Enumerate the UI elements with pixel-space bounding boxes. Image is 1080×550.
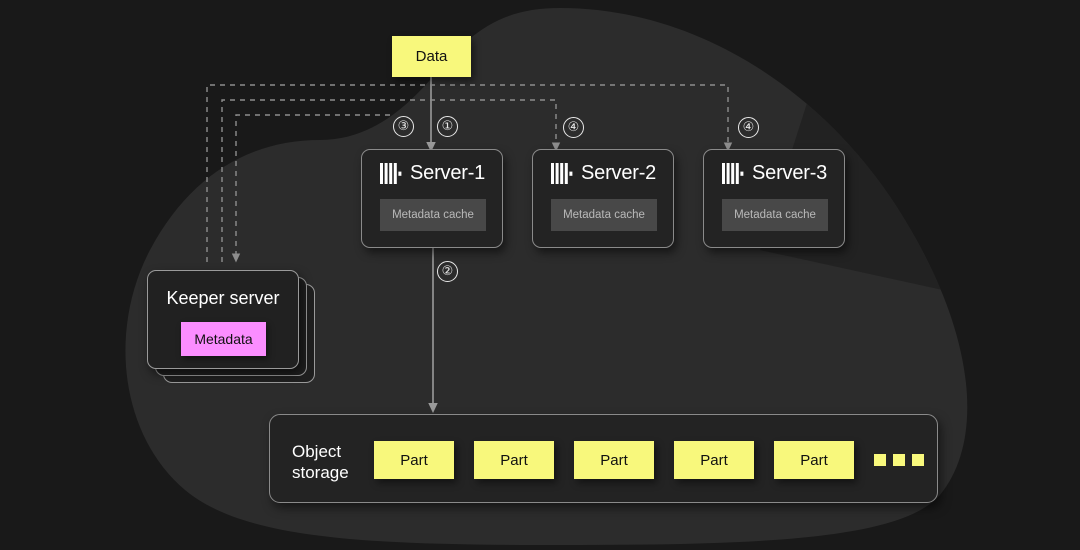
step-marker-4-server3: ④: [738, 117, 759, 138]
server-1-header: Server-1: [380, 162, 485, 185]
server-2-title: Server-2: [581, 162, 657, 184]
part-box: Part: [774, 441, 854, 479]
part-box: Part: [574, 441, 654, 479]
step-marker-4-server3-label: ④: [742, 120, 755, 135]
more-parts-ellipsis-icon: [874, 454, 924, 466]
server-1-title: Server-1: [410, 162, 486, 184]
object-storage-label: Object storage: [292, 441, 349, 483]
step-marker-3-label: ③: [397, 119, 410, 134]
server-3-metadata-cache-label: Metadata cache: [734, 209, 816, 221]
ellipsis-square: [912, 454, 924, 466]
server-card-2[interactable]: Server-2 Metadata cache: [532, 149, 674, 248]
keeper-card-front[interactable]: Keeper server Metadata: [147, 270, 299, 369]
step-marker-4-server2: ④: [563, 117, 584, 138]
server-card-3[interactable]: Server-3 Metadata cache: [703, 149, 845, 248]
step-marker-2: ②: [437, 261, 458, 282]
step-marker-3: ③: [393, 116, 414, 137]
server-2-metadata-cache-label: Metadata cache: [563, 209, 645, 221]
ellipsis-square: [893, 454, 905, 466]
step-marker-2-label: ②: [441, 264, 454, 279]
part-box-label: Part: [600, 451, 628, 469]
data-box-label: Data: [415, 48, 448, 65]
server-3-title: Server-3: [752, 162, 828, 184]
part-box-label: Part: [400, 451, 428, 469]
part-box-label: Part: [700, 451, 728, 469]
step-marker-4-server2-label: ④: [567, 120, 580, 135]
ellipsis-square: [874, 454, 886, 466]
object-storage-label-line2: storage: [292, 463, 349, 482]
step-marker-1-label: ①: [441, 119, 454, 134]
server-2-metadata-cache: Metadata cache: [551, 199, 657, 231]
keeper-metadata-chip: Metadata: [181, 322, 266, 356]
server-3-metadata-cache: Metadata cache: [722, 199, 828, 231]
part-box: Part: [474, 441, 554, 479]
part-box-label: Part: [800, 451, 828, 469]
server-card-1[interactable]: Server-1 Metadata cache: [361, 149, 503, 248]
step-marker-1: ①: [437, 116, 458, 137]
keeper-title: Keeper server: [166, 288, 280, 308]
data-box: Data: [392, 36, 471, 77]
clickhouse-logo-icon: [551, 163, 573, 184]
clickhouse-logo-icon: [380, 163, 402, 184]
server-1-metadata-cache: Metadata cache: [380, 199, 486, 231]
keeper-metadata-label: Metadata: [194, 331, 253, 347]
server-2-header: Server-2: [551, 162, 656, 185]
part-box: Part: [374, 441, 454, 479]
object-storage-label-line1: Object: [292, 442, 342, 461]
server-3-header: Server-3: [722, 162, 827, 185]
clickhouse-logo-icon: [722, 163, 744, 184]
server-1-metadata-cache-label: Metadata cache: [392, 209, 474, 221]
part-box: Part: [674, 441, 754, 479]
part-box-label: Part: [500, 451, 528, 469]
object-storage-panel[interactable]: Object storage Part Part Part Part Part: [269, 414, 938, 503]
